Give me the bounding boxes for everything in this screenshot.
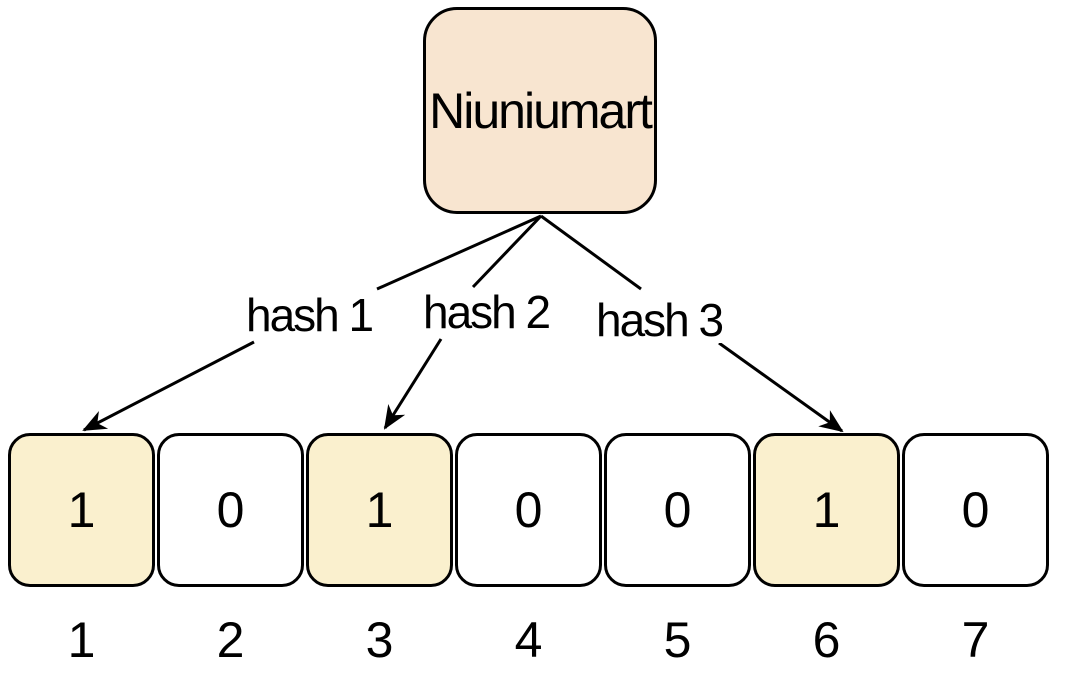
bit-value: 1 (812, 482, 841, 538)
hash2-line-upper (471, 214, 543, 289)
cell-index-3: 3 (365, 612, 394, 668)
bit-value: 0 (216, 482, 245, 538)
bit-value: 0 (663, 482, 692, 538)
bit-cell-5: 0 (604, 433, 751, 587)
bit-cell-4: 0 (455, 433, 602, 587)
bit-array: 1 0 1 0 0 1 0 (8, 433, 1049, 587)
cell-index-4: 4 (514, 612, 543, 668)
cell-index-7: 7 (961, 612, 990, 668)
cell-index-6: 6 (812, 612, 841, 668)
index-row: 1 2 3 4 5 6 7 (8, 615, 1049, 665)
bit-cell-7: 0 (902, 433, 1049, 587)
bit-value: 0 (514, 482, 543, 538)
bit-value: 1 (365, 482, 394, 538)
hash3-line-lower (718, 341, 844, 433)
hash2-line-lower (383, 338, 443, 430)
bit-cell-3: 1 (306, 433, 453, 587)
hash-3-label: hash 3 (594, 294, 724, 346)
hash-1-label: hash 1 (244, 289, 374, 341)
cell-index-2: 2 (216, 612, 245, 668)
hash3-line-upper (540, 214, 642, 291)
bit-value: 0 (961, 482, 990, 538)
hash1-line-upper (376, 214, 542, 291)
bit-cell-1: 1 (8, 433, 155, 587)
hash1-line-lower (82, 340, 255, 432)
bit-cell-6: 1 (753, 433, 900, 587)
cell-index-5: 5 (663, 612, 692, 668)
cell-index-1: 1 (67, 612, 96, 668)
root-node-box: Niuniumart (423, 7, 657, 214)
bit-value: 1 (67, 482, 96, 538)
bit-cell-2: 0 (157, 433, 304, 587)
root-node-label: Niuniumart (429, 82, 653, 139)
hash-2-label: hash 2 (421, 286, 551, 338)
